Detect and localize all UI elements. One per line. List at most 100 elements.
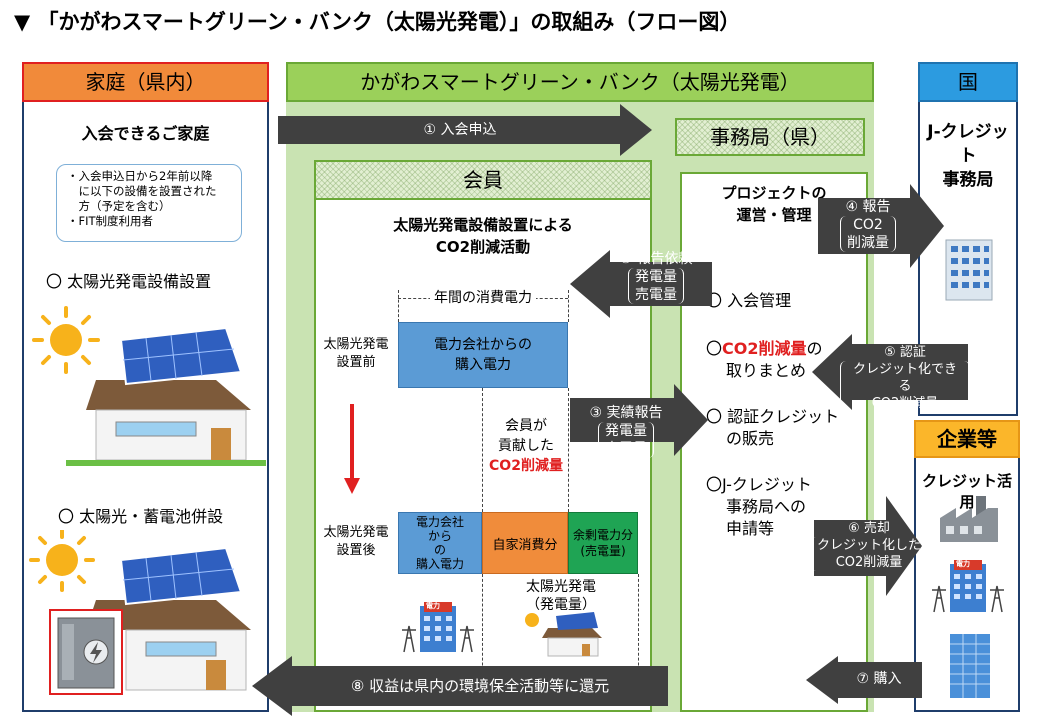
gov-header: 国 bbox=[918, 62, 1018, 102]
power-sign-text: 電力 bbox=[426, 602, 440, 610]
battery-icon bbox=[57, 617, 115, 689]
note-line: ・入会申込日から2年前以降 bbox=[67, 169, 213, 183]
generation-line: （発電量） bbox=[526, 597, 596, 613]
generation-label: 太陽光発電 （発電量） bbox=[484, 578, 638, 614]
purchase-block-after: 電力会社 から の 購入電力 bbox=[398, 512, 482, 574]
arrow-label-title: ④ 報告 bbox=[845, 199, 891, 215]
home-heading: 入会できるご家庭 bbox=[81, 124, 210, 143]
item-line: の販売 bbox=[726, 429, 775, 448]
office-heading: プロジェクトの 運営・管理 bbox=[682, 182, 866, 226]
office-heading-line: プロジェクトの bbox=[721, 184, 827, 202]
arrow-1 bbox=[278, 104, 652, 156]
surplus-line: 余剰電力分 bbox=[572, 528, 633, 542]
down-arrow-icon bbox=[344, 404, 360, 494]
battery-label: 〇 太陽光・蓄電池併設 bbox=[58, 507, 224, 526]
solar-house-illustration bbox=[32, 306, 266, 466]
before-line: 太陽光発電 bbox=[323, 337, 389, 352]
arrow-label-title: ② 報告依頼 bbox=[619, 251, 693, 267]
small-solar-house-icon bbox=[525, 612, 602, 657]
contrib-line: CO2削減量 bbox=[489, 458, 563, 474]
factory-icon bbox=[940, 496, 998, 542]
arrow-5-label: ⑤ 認証 クレジット化できる CO2削減量 bbox=[840, 344, 970, 412]
office-item-credit-sales: 〇 認証クレジット の販売 bbox=[706, 406, 839, 450]
arrow-5 bbox=[812, 334, 968, 410]
arrow-2-label: ② 報告依頼 発電量 売電量 bbox=[604, 250, 708, 304]
arrow-2 bbox=[570, 250, 712, 318]
before-line: 設置前 bbox=[336, 355, 376, 370]
arrow-3-label: ③ 実績報告 発電量 売電量 bbox=[574, 404, 678, 458]
arrow-label-bracket: クレジット化した CO2削減量 bbox=[809, 537, 928, 571]
arrow-label-bracket: クレジット化できる CO2削減量 bbox=[840, 361, 970, 412]
member-heading-line: CO2削減活動 bbox=[435, 238, 531, 256]
arrow-6-label: ⑥ 売却 クレジット化した CO2削減量 bbox=[808, 520, 930, 571]
before-label: 太陽光発電 設置前 bbox=[314, 336, 398, 372]
bank-header: かがわスマートグリーン・バンク（太陽光発電） bbox=[286, 62, 874, 102]
purchase-line: 購入電力 bbox=[455, 357, 511, 373]
gov-line: 事務局 bbox=[942, 170, 994, 190]
arrow-label-title: ⑤ 認証 bbox=[884, 345, 926, 360]
page-title: ▼ 「かがわスマートグリーン・バンク（太陽光発電）」の取組み（フロー図） bbox=[14, 10, 741, 34]
small-purchase-line: の bbox=[433, 543, 446, 557]
annual-text: 年間の消費電力 bbox=[430, 290, 536, 306]
office-item-co2: 〇CO2削減量の 取りまとめ bbox=[706, 338, 823, 382]
government-building-icon bbox=[945, 239, 993, 301]
corp-power-sign-text: 電力 bbox=[956, 560, 970, 568]
office-header: 事務局（県） bbox=[675, 118, 865, 156]
surplus-block: 余剰電力分 (売電量) bbox=[568, 512, 638, 574]
arrow-label-title: ③ 実績報告 bbox=[589, 405, 663, 421]
after-label: 太陽光発電 設置後 bbox=[314, 524, 398, 560]
after-line: 設置後 bbox=[336, 543, 376, 558]
after-line: 太陽光発電 bbox=[323, 525, 389, 540]
arrow-1-label: ① 入会申込 bbox=[423, 122, 497, 138]
arrow-label-line: CO2 bbox=[853, 217, 883, 233]
member-heading: 太陽光発電設備設置による CO2削減活動 bbox=[316, 214, 650, 258]
corp-header: 企業等 bbox=[914, 420, 1020, 458]
contrib-line: 会員が bbox=[505, 418, 547, 434]
gov-line: J-クレジット bbox=[927, 122, 1009, 166]
credit-use-label: クレジット活用 bbox=[921, 472, 1012, 511]
note-line: ・FIT制度利用者 bbox=[67, 214, 154, 228]
generation-line: 太陽光発電 bbox=[526, 579, 596, 595]
item-suffix: の bbox=[806, 339, 823, 358]
small-purchase-line: 電力会社 bbox=[415, 515, 464, 529]
arrow-4-label: ④ 報告 CO2 削減量 bbox=[818, 198, 918, 252]
surplus-line: (売電量) bbox=[580, 544, 626, 558]
arrow-label-line: CO2削減量 bbox=[835, 555, 903, 570]
purchase-line: 電力会社からの bbox=[434, 337, 532, 353]
item-line: 事務局への bbox=[726, 497, 807, 516]
office-item-membership: 〇 入会管理 bbox=[706, 291, 792, 310]
small-purchase-line: から bbox=[427, 529, 452, 543]
solar-label: 〇 太陽光発電設備設置 bbox=[46, 272, 212, 291]
power-company-icon bbox=[932, 560, 1004, 613]
item-co2-highlight: CO2削減量 bbox=[722, 339, 807, 358]
note-line: に以下の設備を設置された bbox=[67, 184, 217, 198]
battery-house-illustration bbox=[29, 530, 251, 695]
arrow-label-line: CO2削減量 bbox=[871, 396, 939, 411]
contrib-line: 貢献した bbox=[498, 438, 554, 454]
sun-icon bbox=[32, 306, 100, 374]
arrow-label-line: クレジット化できる bbox=[852, 362, 957, 394]
arrow-4 bbox=[818, 184, 944, 268]
arrow-7-label: ⑦ 購入 bbox=[856, 671, 902, 687]
purchase-block-before: 電力会社からの 購入電力 bbox=[398, 322, 568, 388]
arrow-label-line: 発電量 bbox=[605, 423, 647, 439]
arrow-label-line: 発電量 bbox=[635, 269, 677, 285]
annual-consumption-label: 年間の消費電力 bbox=[398, 288, 568, 308]
arrow-label-line: クレジット化した bbox=[816, 538, 921, 553]
eligibility-notes: ・入会申込日から2年前以降 に以下の設備を設置された 方（予定を含む） ・FIT… bbox=[56, 164, 242, 242]
arrow-label-bracket: CO2 削減量 bbox=[840, 216, 896, 252]
arrow-label-bracket: 発電量 売電量 bbox=[598, 422, 654, 458]
item-line: 取りまとめ bbox=[726, 361, 807, 380]
sun-icon bbox=[29, 530, 95, 592]
arrow-label-line: 売電量 bbox=[605, 441, 647, 457]
self-use-block: 自家消費分 bbox=[482, 512, 568, 574]
power-plant-icon bbox=[402, 602, 474, 653]
arrow-label-line: 削減量 bbox=[847, 235, 889, 251]
note-line: 方（予定を含む） bbox=[67, 199, 171, 213]
arrow-label-title: ⑥ 売却 bbox=[848, 521, 890, 536]
arrow-3 bbox=[570, 384, 708, 456]
arrow-8 bbox=[252, 656, 668, 716]
office-heading-line: 運営・管理 bbox=[736, 206, 812, 224]
office-item-application: 〇J-クレジット 事務局への 申請等 bbox=[706, 474, 812, 540]
